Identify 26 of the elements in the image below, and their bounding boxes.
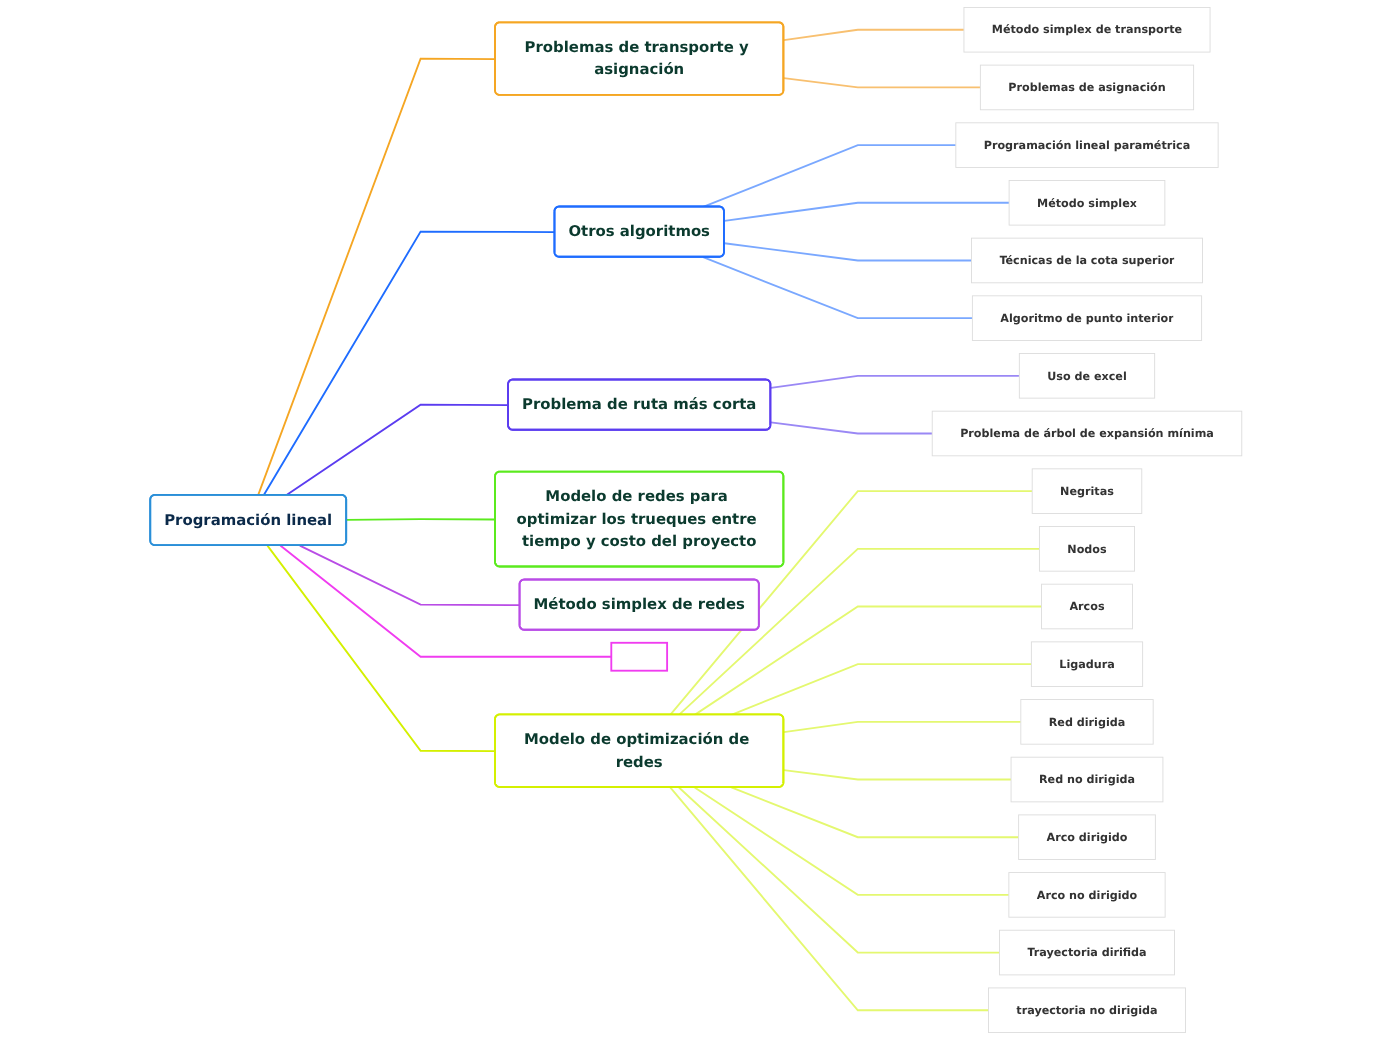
connector [262, 230, 556, 497]
connector [678, 547, 1041, 716]
connector [298, 544, 521, 607]
connector [669, 786, 990, 1012]
connector [730, 786, 1020, 839]
node-box [610, 641, 669, 672]
connector [782, 28, 965, 41]
connector [782, 720, 1022, 734]
connector [769, 421, 934, 435]
connector [723, 242, 973, 262]
connector [769, 374, 1021, 389]
connector [702, 256, 974, 320]
connector [279, 544, 613, 658]
connector [730, 663, 1033, 716]
connector [782, 769, 1012, 781]
connector [257, 57, 497, 497]
connector [693, 786, 1010, 896]
connector [723, 201, 1011, 222]
connector [266, 544, 497, 753]
connector [693, 605, 1043, 716]
connector [678, 786, 1001, 954]
connector [285, 403, 510, 497]
connector [702, 144, 957, 208]
connector [782, 77, 982, 89]
connector [669, 490, 1034, 716]
connector [345, 518, 497, 521]
